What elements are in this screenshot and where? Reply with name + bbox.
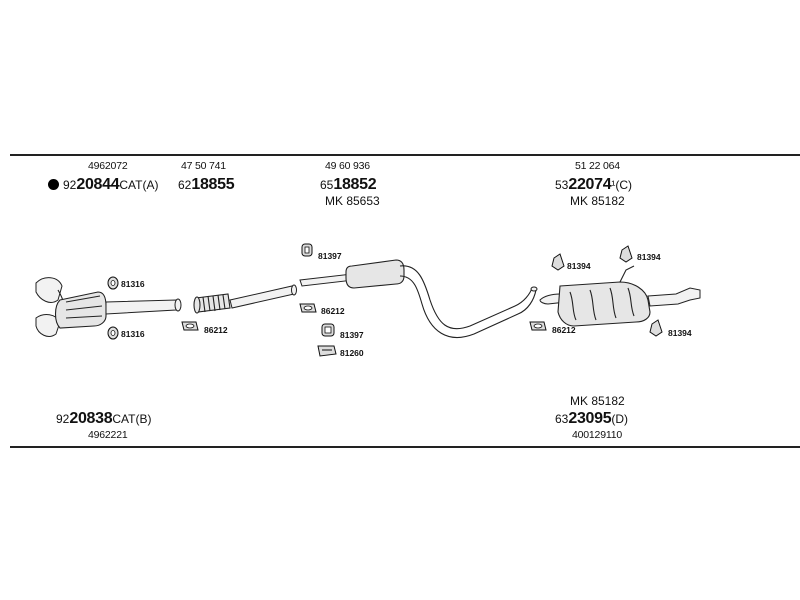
front-pipe-drawing <box>193 284 297 314</box>
rear-c-mk-number: MK 85182 <box>570 194 625 208</box>
hanger-icon-81397-top <box>301 243 313 257</box>
clamp-icon-81316-bottom <box>107 326 119 340</box>
clamp-icon-81316-top <box>107 276 119 290</box>
gasket-icon-86212-middle <box>299 303 317 313</box>
cat-b-part-number: 9220838CAT(B) <box>56 410 152 427</box>
middle-mk-number: MK 85653 <box>325 194 380 208</box>
rear-d-oe-number: 400129110 <box>572 429 622 441</box>
rear-silencer-drawing <box>539 265 701 327</box>
hardware-label-81397-top: 81397 <box>318 251 342 261</box>
rear-c-oe-number: 51 22 064 <box>575 160 620 172</box>
middle-part-number: 6518852 <box>320 176 377 193</box>
gasket-icon-86212-front <box>181 321 199 331</box>
hardware-label-81397-bottom: 81397 <box>340 330 364 340</box>
hardware-label-81260: 81260 <box>340 348 364 358</box>
hanger-icon-81394-right <box>619 245 633 263</box>
gasket-icon-86212-rear <box>529 321 547 331</box>
bracket-icon-81260 <box>317 345 337 357</box>
rear-c-part-number: 5322074¹(C) <box>555 176 633 193</box>
hardware-label-81394-right: 81394 <box>637 252 661 262</box>
hardware-label-81316-bottom: 81316 <box>121 329 145 339</box>
hardware-label-81394-bottom: 81394 <box>668 328 692 338</box>
bottom-rule <box>10 446 800 448</box>
hanger-icon-81394-bottom <box>649 319 663 337</box>
cat-a-oe-number: 4962072 <box>88 160 128 172</box>
cat-b-oe-number: 4962221 <box>88 429 128 441</box>
catalytic-converter-drawing <box>35 277 182 337</box>
hardware-label-86212-rear: 86212 <box>552 325 576 335</box>
middle-silencer-drawing <box>299 259 538 339</box>
hardware-label-81316-top: 81316 <box>121 279 145 289</box>
front-pipe-part-number: 6218855 <box>178 176 235 193</box>
hanger-icon-81394-left <box>551 253 565 271</box>
hardware-label-81394-left: 81394 <box>567 261 591 271</box>
front-pipe-oe-number: 47 50 741 <box>181 160 226 172</box>
hardware-label-86212-front: 86212 <box>204 325 228 335</box>
rear-d-part-number: 6323095(D) <box>555 410 629 427</box>
black-dot-icon <box>48 179 59 190</box>
cat-a-part-number: 9220844CAT(A) <box>48 177 158 193</box>
hardware-label-86212-middle: 86212 <box>321 306 345 316</box>
rear-d-mk-number: MK 85182 <box>570 394 625 408</box>
middle-oe-number: 49 60 936 <box>325 160 370 172</box>
top-rule <box>10 154 800 156</box>
hanger-icon-81397-bottom <box>321 323 335 337</box>
